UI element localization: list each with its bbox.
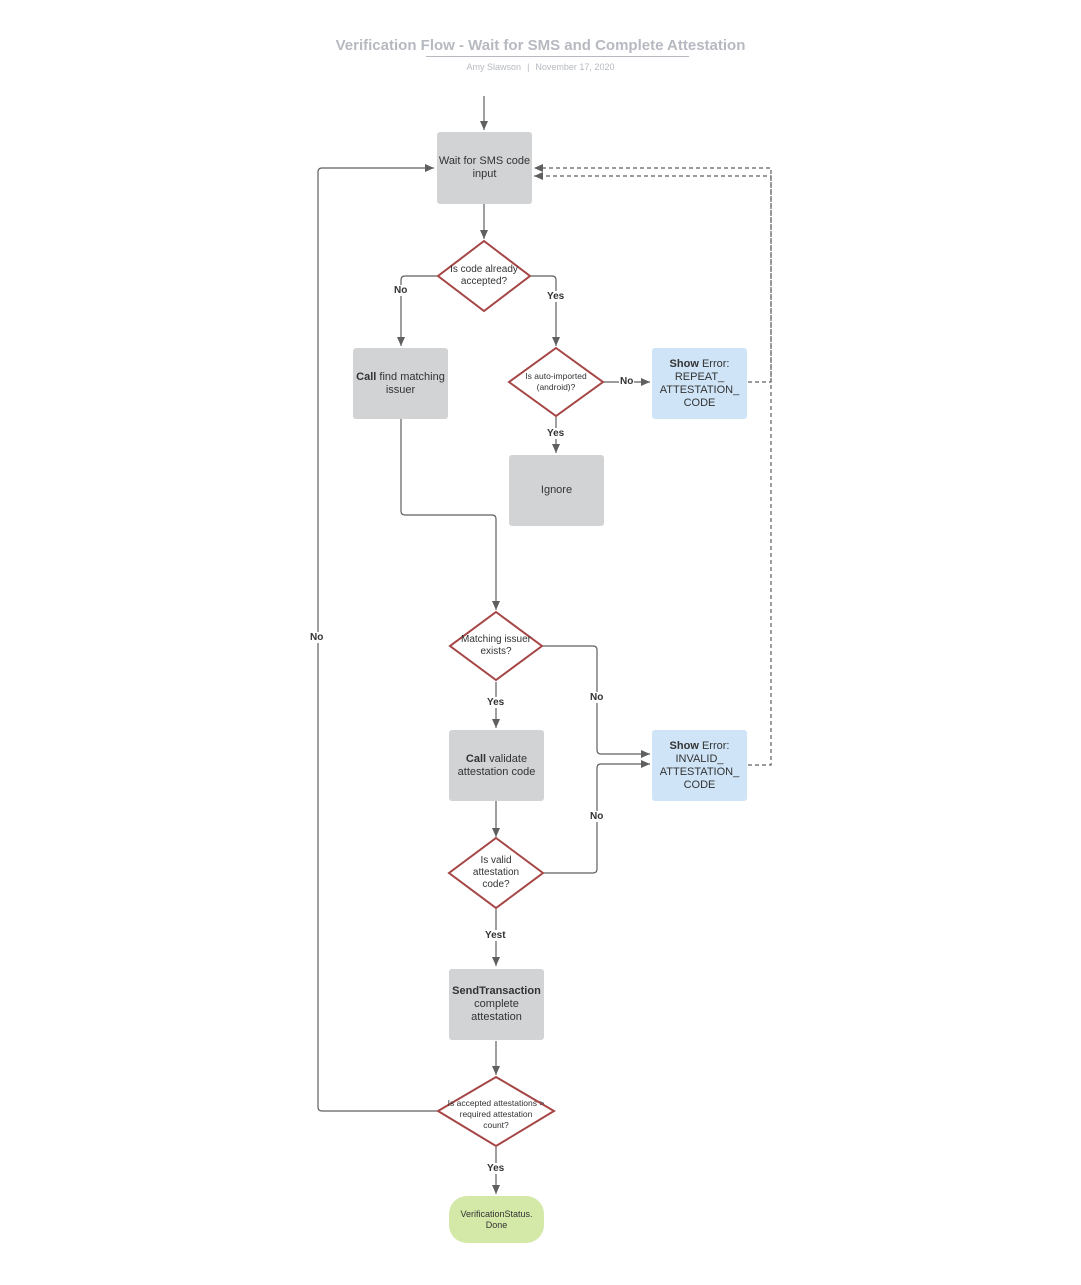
find-issuer-text: find matching issuer: [376, 370, 445, 396]
error-invalid-text: Error: INVALID_ ATTESTATION_ CODE: [659, 739, 740, 791]
error-invalid-bold: Show: [669, 739, 699, 752]
label-auto-no: No: [619, 376, 635, 387]
label-valid-yes: Yest: [484, 930, 507, 941]
edge-find-to-exists: [400, 419, 500, 610]
label-auto-yes: Yes: [546, 428, 566, 439]
error-repeat-text: Error: REPEAT_ ATTESTATION_ CODE: [659, 357, 740, 409]
count-question: Is accepted attestations > required atte…: [447, 1097, 545, 1130]
label-accepted-no: No: [393, 285, 409, 296]
edge-invalid-return: [534, 172, 772, 766]
subtitle-separator: |: [527, 62, 530, 72]
validate-text: validate attestation code: [457, 752, 536, 778]
decision-diamond-count: [436, 1075, 556, 1148]
find-issuer-bold: Call: [356, 370, 377, 383]
author: Amy Slawson: [466, 62, 522, 72]
label-exists-no: No: [589, 692, 605, 703]
ignore-node: Ignore: [509, 455, 604, 526]
find-issuer-node: Call find matching issuer: [353, 348, 448, 419]
label-loop-no: No: [309, 632, 325, 643]
auto-imported-question: Is auto-imported (android)?: [525, 371, 587, 392]
decision-diamond-issuer-exists: [448, 610, 544, 682]
validate-bold: Call: [465, 752, 487, 765]
edge-accepted-no: [397, 275, 439, 346]
wait-sms-node: Wait for SMS code input: [437, 132, 532, 204]
label-exists-yes: Yes: [486, 697, 506, 708]
page-subtitle: Amy Slawson | November 17, 2020: [0, 62, 1081, 72]
decision-diamond-accepted: [436, 239, 532, 313]
page-title: Verification Flow - Wait for SMS and Com…: [335, 37, 746, 54]
decision-diamond-auto-imported: [507, 346, 605, 418]
edge-accepted-yes: [529, 275, 560, 346]
error-repeat-bold: Show: [669, 357, 699, 370]
code-accepted-question: Is code already accepted?: [450, 264, 518, 287]
send-tx-text: complete attestation: [471, 998, 522, 1023]
edge-count-no-loop: [317, 164, 439, 1112]
send-tx-bold: SendTransaction: [452, 985, 541, 997]
label-valid-no: No: [589, 811, 605, 822]
date: November 17, 2020: [535, 62, 615, 72]
title-underline: [426, 56, 689, 57]
label-accepted-yes: Yes: [546, 291, 566, 302]
label-count-yes: Yes: [486, 1163, 506, 1174]
error-repeat-node: Show Error: REPEAT_ ATTESTATION_ CODE: [652, 348, 747, 419]
issuer-exists-question: Matching issuer exists?: [460, 634, 532, 657]
valid-code-question: Is valid attestation code?: [472, 855, 520, 890]
decision-diamond-valid: [447, 836, 545, 910]
error-invalid-node: Show Error: INVALID_ ATTESTATION_ CODE: [652, 730, 747, 801]
done-terminal: VerificationStatus. Done: [449, 1196, 544, 1243]
validate-node: Call validate attestation code: [449, 730, 544, 801]
